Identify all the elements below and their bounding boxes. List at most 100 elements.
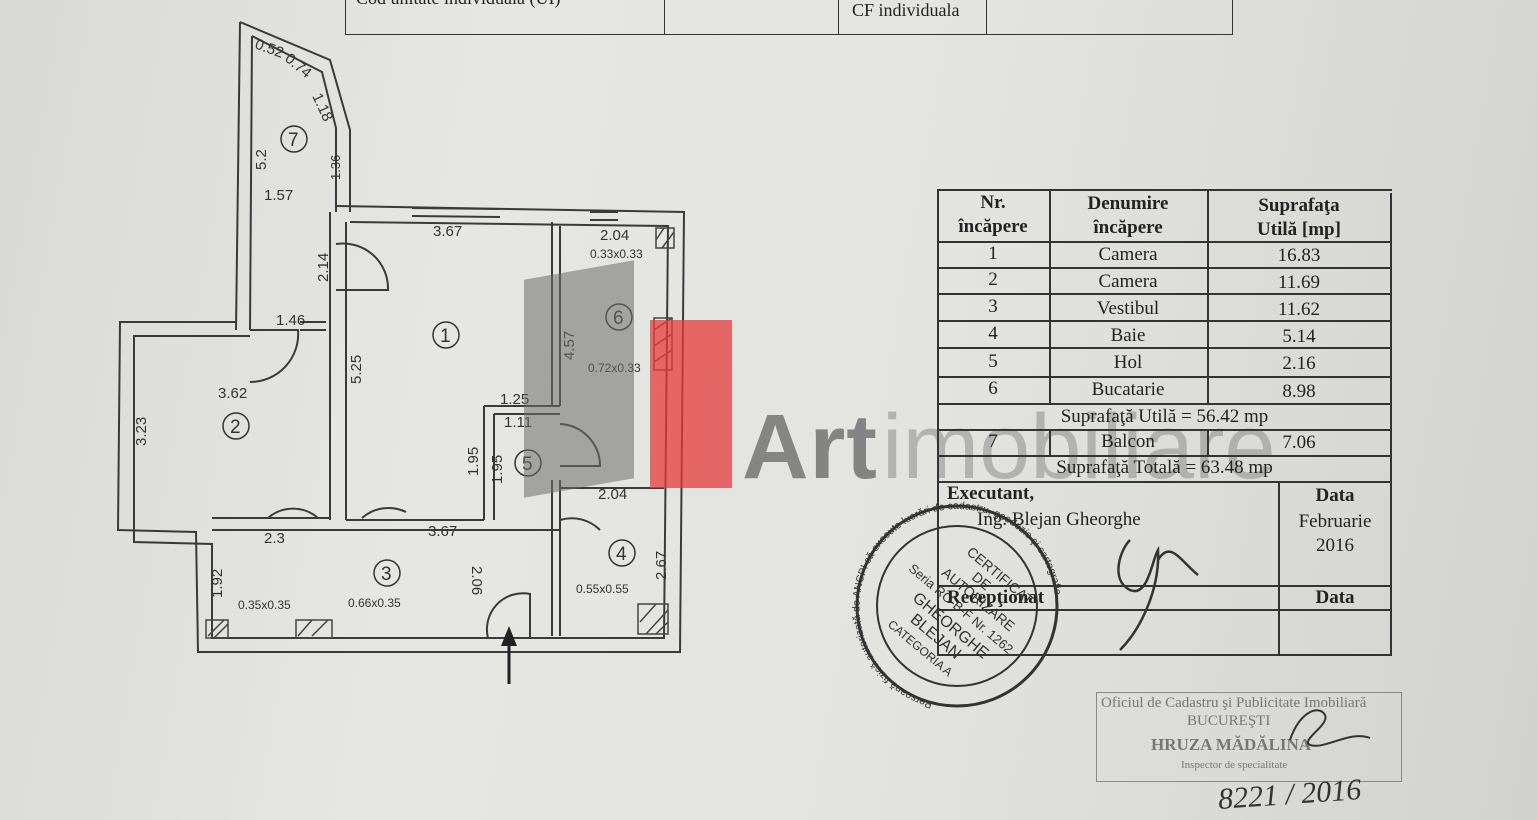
room-number: 5 [522, 454, 533, 475]
row-area: 5.14 [1282, 326, 1316, 347]
duct-hatch [205, 619, 229, 639]
door-arc [249, 329, 300, 384]
room-number: 6 [613, 308, 624, 329]
row-area: 2.16 [1282, 353, 1316, 374]
row-name: Vestibul [1096, 298, 1160, 319]
cod-unitate-label: Cod unitate individuala (UI) [356, 0, 560, 9]
header-divider [838, 0, 839, 34]
dimension-label: 1.36 [328, 155, 343, 180]
office-signature [1289, 709, 1371, 747]
row-nr: 6 [988, 378, 998, 399]
header-denumire: Denumire [1087, 193, 1169, 214]
row-name: Camera [1098, 244, 1158, 265]
data-label: Data [1315, 485, 1355, 506]
office-stamp-line: BUCUREŞTI [1187, 713, 1271, 729]
outer-walls [116, 205, 686, 653]
header-denumire-2: încăpere [1093, 217, 1163, 238]
dimension-label: 1.18 [308, 91, 336, 125]
dimension-label: 1.95 [465, 447, 482, 476]
dimension-label: 2.04 [600, 227, 629, 244]
dimension-label: 0.72x0.33 [588, 361, 641, 375]
dimension-label: 3.67 [433, 223, 462, 240]
dimension-label: 3.23 [133, 417, 150, 446]
grand-total: Suprafaţă Totală = 63.48 mp [1056, 457, 1273, 478]
certification-stamp: Persoană fizică autorizată de ANCPI să e… [852, 500, 1062, 711]
data-label-2: Data [1315, 587, 1355, 608]
dimension-label: 1.95 [489, 455, 506, 484]
door-arc [559, 517, 601, 531]
door-arc [335, 242, 390, 291]
duct-hatch [655, 227, 675, 249]
dimension-label: 3.62 [218, 385, 247, 402]
office-stamp-line: Oficiul de Cadastru şi Publicitate Imobi… [1101, 695, 1367, 711]
dimension-label: 0.66x0.35 [348, 596, 401, 610]
cf-individuala-label: CF individuala [852, 0, 960, 20]
dimension-label: 1.92 [209, 569, 226, 598]
door-arc [559, 423, 602, 467]
room-number: 1 [440, 326, 451, 347]
row-nr: 3 [988, 296, 998, 317]
door-arc [485, 592, 531, 639]
dimension-label: 1.46 [276, 312, 305, 329]
signature [1117, 539, 1199, 651]
office-stamp-line: HRUZA MĂDĂLINA [1151, 735, 1312, 754]
dimension-label: 0.55x0.55 [576, 582, 629, 596]
row-area: 8.98 [1282, 381, 1316, 402]
executant-label: Executant, [947, 483, 1035, 504]
dimension-label: 3.67 [428, 523, 457, 540]
row-nr: 1 [988, 243, 998, 264]
row-name: Hol [1113, 352, 1143, 373]
dimension-label: 2.06 [468, 566, 485, 595]
header-divider [986, 0, 987, 34]
interior-wall [483, 405, 560, 520]
dimension-label: 2.3 [264, 530, 285, 547]
duct-hatch-lines [207, 227, 675, 639]
entry-arrow-head [501, 626, 517, 646]
duct-hatch [637, 603, 669, 635]
header-table: Cod unitate individuala (UI) CF individu… [345, 0, 1233, 35]
header-suprafata: Suprafaţa [1258, 195, 1340, 216]
row-nr: 7 [988, 431, 998, 452]
dimension-label: 2.04 [598, 486, 627, 503]
interior-wall [212, 517, 560, 531]
interior-wall [551, 480, 664, 636]
dimension-label: 2.14 [315, 253, 332, 282]
duct-hatch [295, 619, 333, 639]
office-stamp: Oficiul de Cadastru şi Publicitate Imobi… [1096, 692, 1402, 782]
row-name: Camera [1098, 271, 1158, 292]
row-nr: 5 [988, 351, 998, 372]
receptionat-label: Recepţionat [947, 587, 1045, 608]
interior-wall [329, 212, 347, 520]
room-number: 3 [381, 564, 392, 585]
data-value-year: 2016 [1316, 535, 1354, 556]
dimension-label: 1.57 [264, 187, 293, 204]
row-nr: 2 [988, 269, 998, 290]
row-area: 16.83 [1277, 245, 1321, 266]
row-area: 7.06 [1282, 432, 1316, 453]
data-value-month: Februarie [1298, 511, 1372, 532]
row-name: Baie [1110, 325, 1146, 346]
dimension-label: 5.2 [253, 149, 270, 170]
executant-name: Ing. Blejan Gheorghe [977, 509, 1141, 530]
dimension-label: 0.33x0.33 [590, 247, 643, 261]
header-nr-2: încăpere [958, 216, 1028, 237]
balcony-walls [235, 21, 351, 331]
header-suprafata-2: Utilă [mp] [1257, 219, 1341, 240]
room-number: 2 [230, 417, 241, 438]
room-number: 4 [616, 544, 627, 565]
door-arc [267, 507, 319, 519]
room-number: 7 [288, 130, 299, 151]
dimension-label: 4.57 [561, 331, 578, 360]
dimension-label: 5.25 [348, 355, 365, 384]
outer-walls-inner [133, 221, 670, 639]
surface-summary-table: Nr. încăpere Denumire încăpere Suprafaţa… [937, 189, 1392, 656]
row-nr: 4 [988, 323, 998, 344]
door-arc [361, 507, 407, 519]
row-area: 11.69 [1277, 272, 1321, 293]
interior-wall [551, 222, 561, 406]
window [300, 321, 326, 331]
window [411, 207, 618, 221]
dimension-label: 2.67 [653, 551, 670, 580]
office-stamp-line: Inspector de specialitate [1181, 759, 1288, 771]
dimension-label: 1.25 [500, 391, 529, 408]
